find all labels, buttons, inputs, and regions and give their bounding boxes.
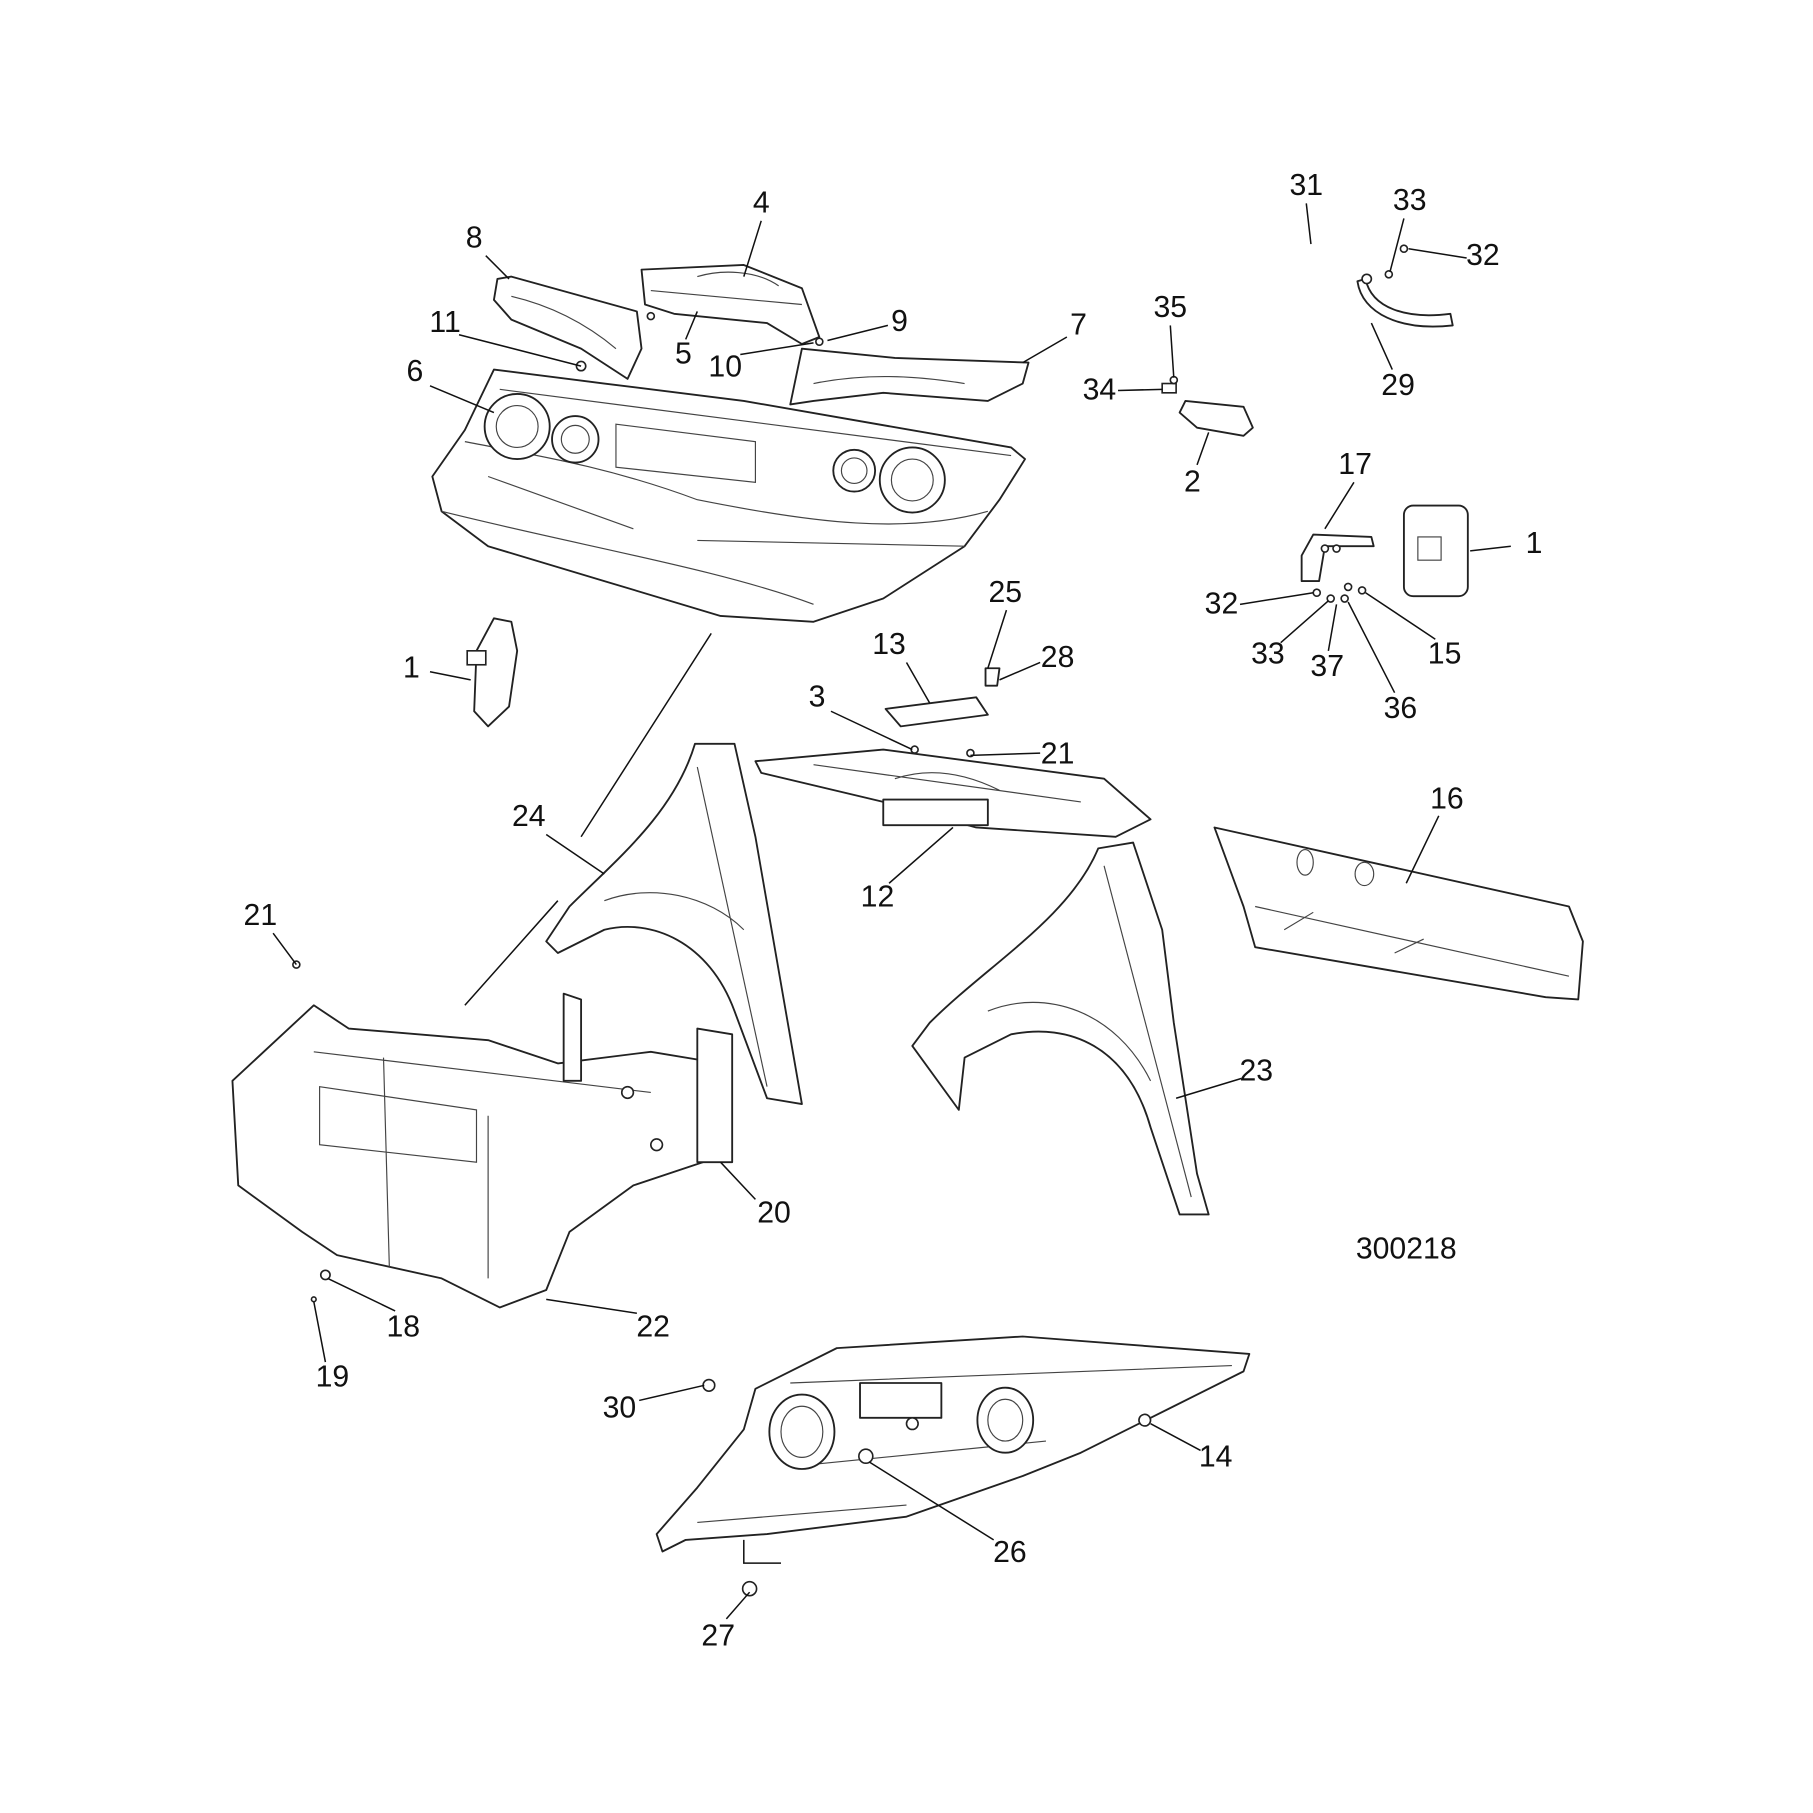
callout-13: 13 [872,628,906,661]
callout-21: 21 [1041,737,1075,770]
callout-16: 16 [1430,783,1464,816]
callout-26: 26 [993,1536,1027,1569]
callout-7: 7 [1070,309,1087,342]
callout-19: 19 [316,1360,350,1393]
part-1-left-mirror [466,617,519,728]
part-12-console [754,748,1152,838]
callout-12: 12 [861,880,895,913]
callout-23: 23 [1240,1055,1274,1088]
callout-21: 21 [244,899,278,932]
callout-32: 32 [1205,587,1239,620]
callout-32: 32 [1466,239,1500,272]
callout-35: 35 [1154,291,1188,324]
part-7-right-trim [789,347,1030,406]
callout-11: 11 [429,306,460,339]
callout-15: 15 [1428,637,1462,670]
callout-18: 18 [386,1310,420,1343]
callout-20: 20 [757,1196,791,1229]
callout-25: 25 [988,576,1022,609]
part-29-bracket [1356,244,1454,328]
part-8-left-trim [492,275,643,380]
callout-31: 31 [1289,169,1323,202]
callout-5: 5 [675,338,692,371]
callout-29: 29 [1381,369,1415,402]
callout-9: 9 [891,305,908,338]
callout-2: 2 [1184,465,1201,498]
leader-lines [272,203,1511,1620]
part-22-front-bumper [231,992,734,1309]
part-23-right-fender [911,841,1210,1216]
callout-34: 34 [1083,374,1117,407]
part-1-right-mirror [1300,504,1469,598]
callout-3: 3 [809,680,826,713]
part-bottom-dash-assembly [655,1335,1251,1553]
callout-33: 33 [1393,184,1427,217]
callout-1: 1 [403,651,420,684]
callout-6: 6 [406,355,423,388]
part-2-rearview-mirror [1161,382,1254,437]
diagram-id: 300218 [1356,1232,1457,1265]
callout-27: 27 [701,1619,735,1652]
callout-10: 10 [708,350,742,383]
part-6-dashboard [431,368,1026,623]
callout-17: 17 [1338,448,1372,481]
callout-14: 14 [1199,1441,1233,1474]
callout-28: 28 [1041,641,1075,674]
callout-8: 8 [466,221,483,254]
callout-22: 22 [636,1310,670,1343]
callout-33: 33 [1251,637,1285,670]
callout-37: 37 [1310,650,1344,683]
callout-24: 24 [512,800,546,833]
part-13-lid [884,667,1001,728]
part-24-left-fender [545,742,803,1106]
callout-4: 4 [753,187,770,220]
part-4-center-cover [640,264,821,345]
callout-36: 36 [1384,692,1418,725]
part-16-panel [1213,826,1584,1001]
callout-labels: 4 8 11 5 10 9 7 6 31 33 32 29 35 34 2 17… [244,169,1543,1652]
callout-30: 30 [603,1392,637,1425]
hardware-fasteners [292,311,1367,1597]
callout-1: 1 [1526,527,1543,560]
